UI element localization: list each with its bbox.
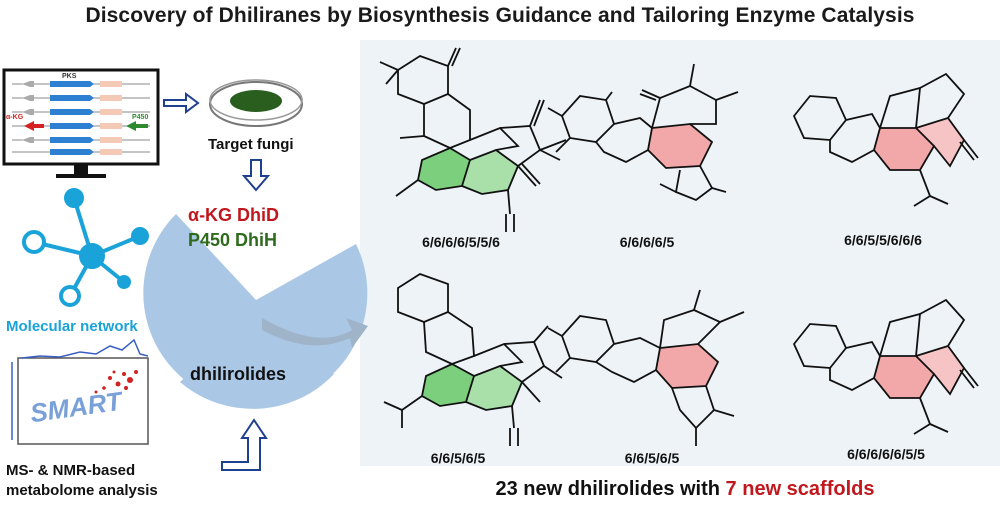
p450-label: P450	[132, 114, 149, 121]
scaffold-label-4: 6/6/5/6/5	[430, 450, 486, 466]
molecular-network-icon	[22, 188, 149, 307]
pks-label: PKS	[62, 73, 77, 80]
petri-dish-icon	[209, 79, 303, 127]
akg-label: α-KG	[6, 114, 24, 121]
structure-2	[547, 63, 739, 202]
arrow-right-icon	[163, 92, 200, 114]
pie-sector-products	[180, 310, 334, 409]
structure-1	[379, 47, 567, 232]
dhilirolides-label: dhilirolides	[190, 364, 287, 384]
structure-4	[383, 273, 563, 446]
summary-text: 23 new dhilirolides with 7 new scaffolds	[380, 478, 990, 501]
target-fungi-label: Target fungi	[208, 136, 294, 153]
figure-title: Discovery of Dhiliranes by Biosynthesis …	[85, 4, 915, 27]
analysis-label-line1: MS- & NMR-based	[6, 462, 136, 479]
scaffold-label-2: 6/6/6/6/5	[619, 234, 675, 250]
monitor-icon	[2, 68, 160, 178]
structure-5	[547, 289, 745, 446]
curved-arrow-icon	[262, 318, 368, 348]
scaffold-label-6: 6/6/6/6/6/5/5	[847, 446, 925, 462]
arrow-up-icon	[221, 418, 268, 471]
scaffold-label-1: 6/6/6/6/5/5/6	[422, 234, 500, 250]
summary-part2: 7 new scaffolds	[725, 478, 875, 500]
scaffold-label-3: 6/6/5/5/6/6/6	[844, 232, 922, 248]
arrow-down-icon	[241, 159, 271, 192]
enzyme-akg-dhid: α-KG DhiD	[188, 205, 280, 225]
structure-3	[792, 72, 979, 207]
enzyme-p450-dhih: P450 DhiH	[188, 230, 278, 250]
structure-6	[792, 298, 979, 435]
molecular-network-label: Molecular network	[6, 318, 138, 335]
smart-spectrum-icon	[11, 338, 149, 445]
analysis-label-line2: metabolome analysis	[6, 482, 158, 499]
scaffold-label-5: 6/6/5/6/5	[624, 450, 680, 466]
summary-part1: 23 new dhilirolides with	[495, 478, 726, 500]
